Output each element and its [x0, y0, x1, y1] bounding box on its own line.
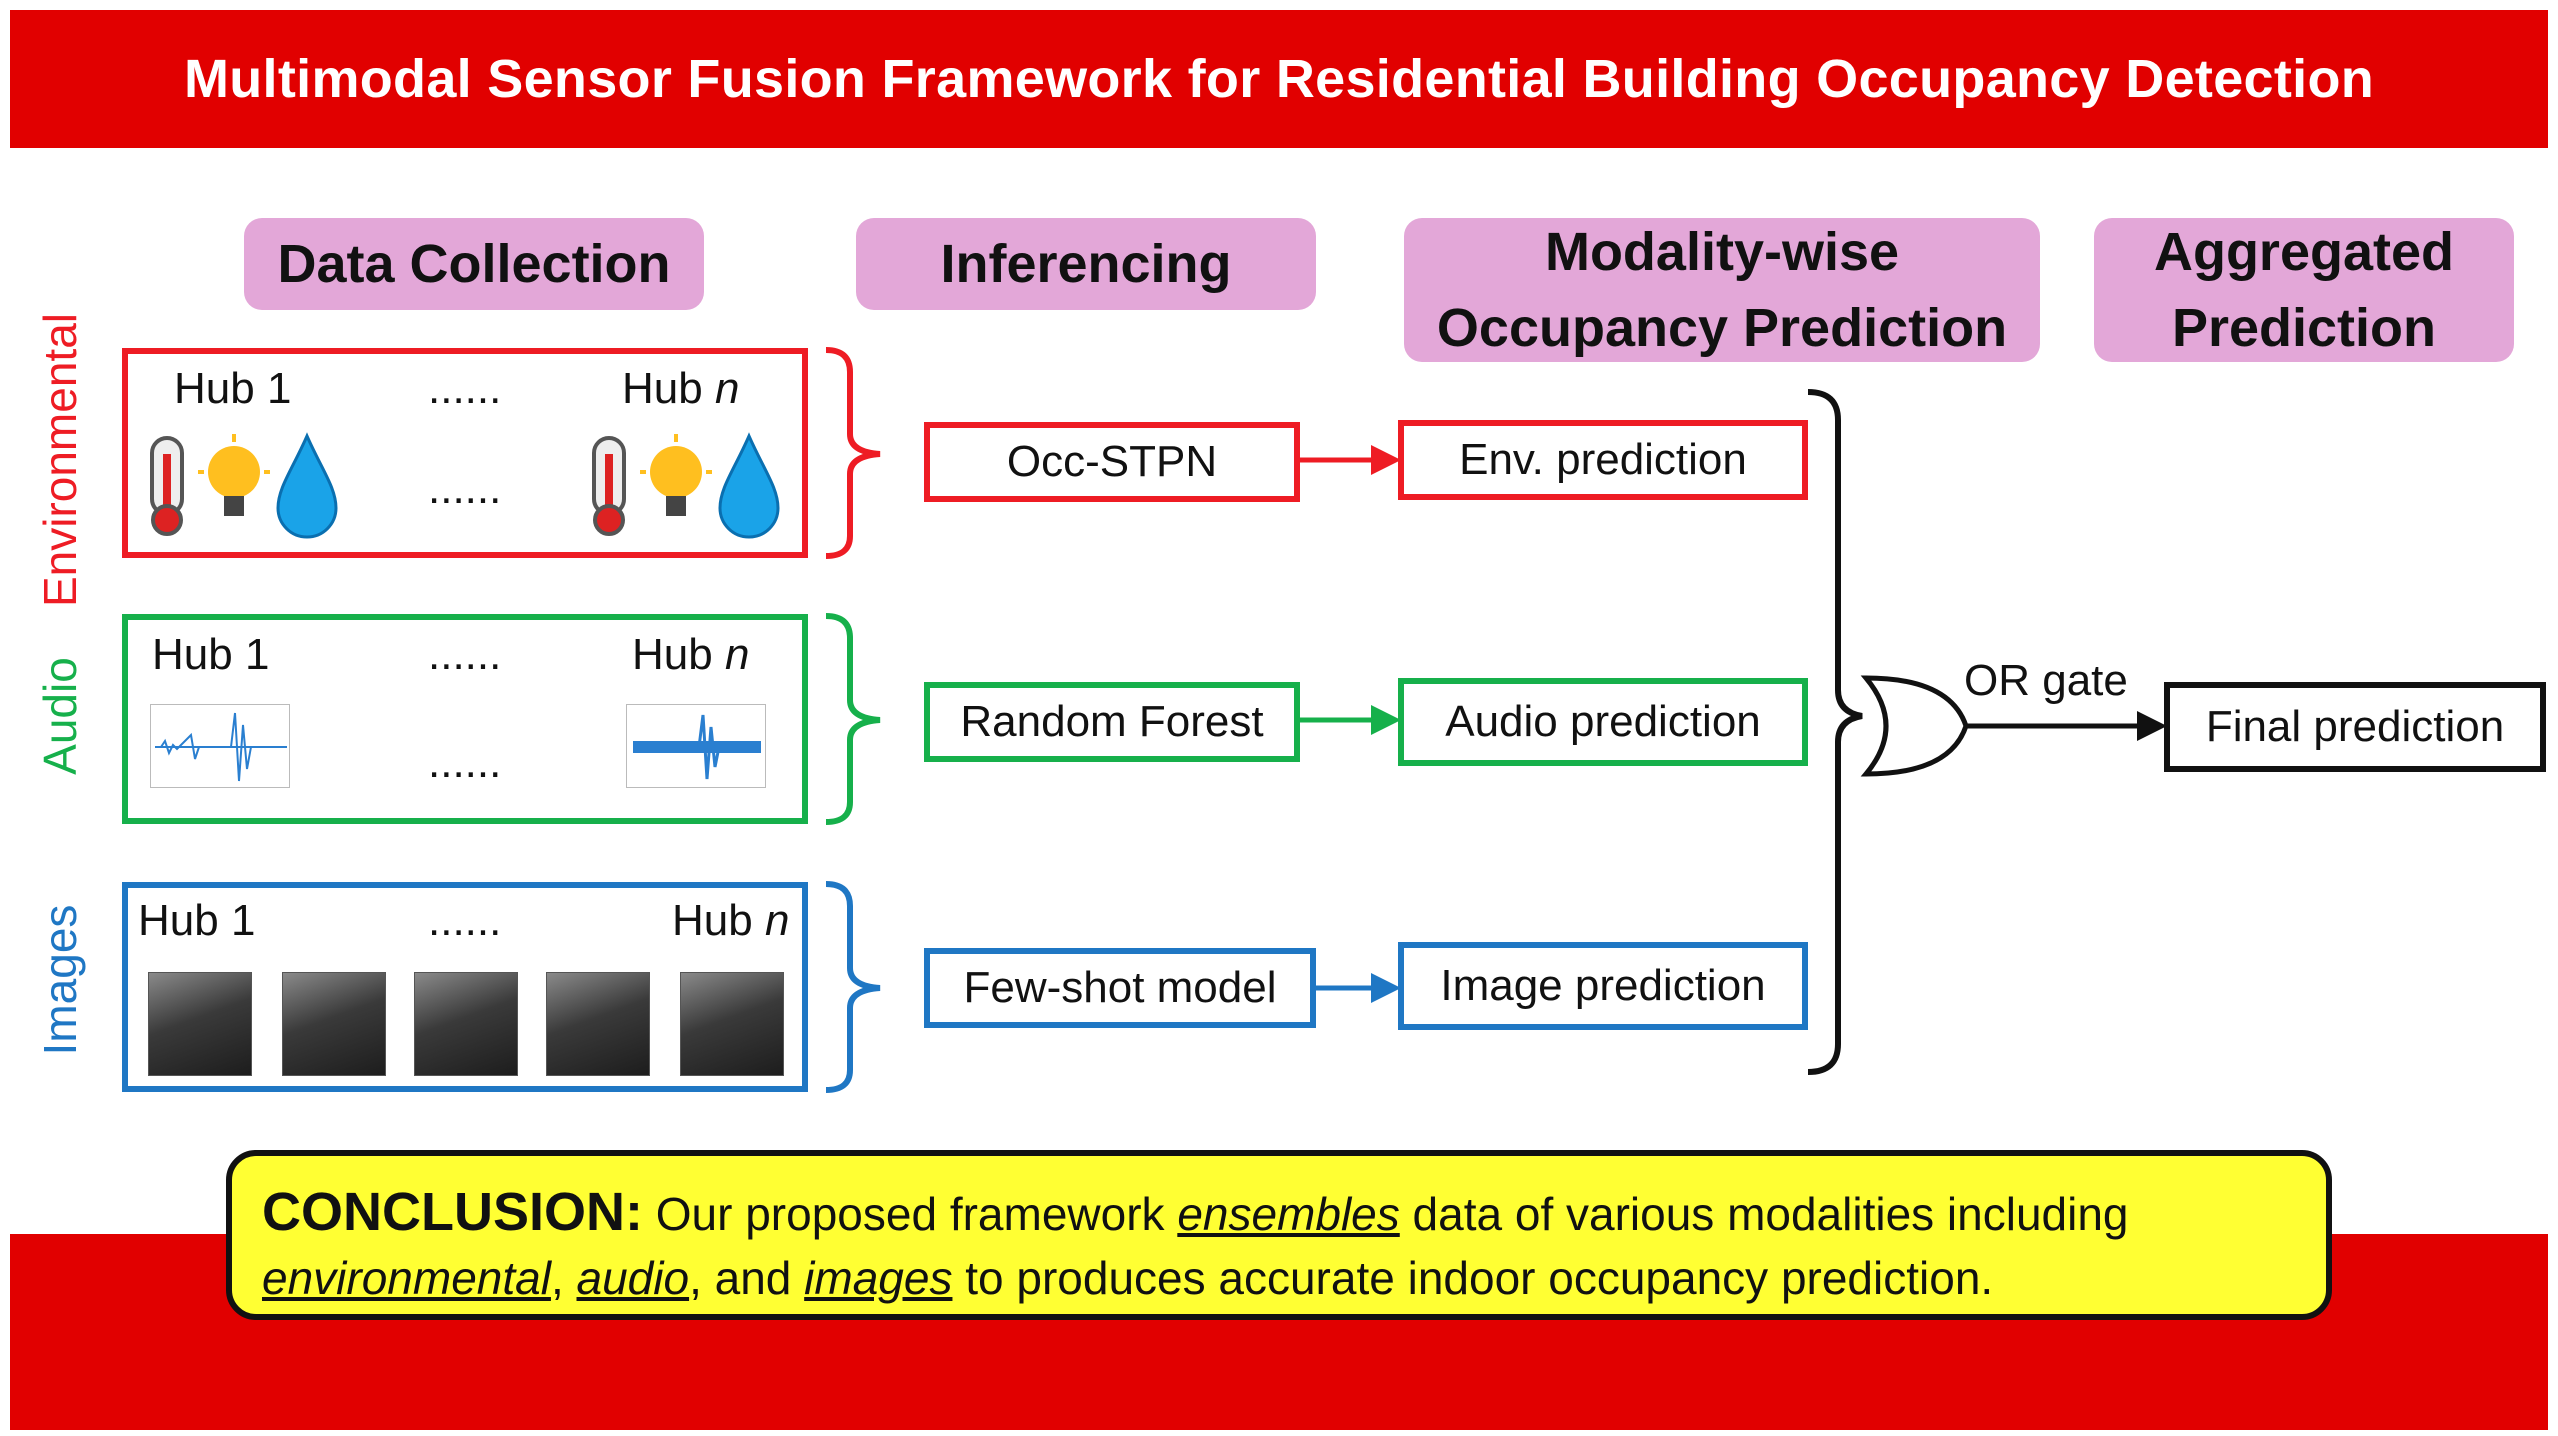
audio-ellipsis-top: ...... [428, 630, 502, 679]
node-occ-stpn: Occ-STPN [924, 422, 1300, 502]
stage-aggregated-prediction: Aggregated Prediction [2094, 218, 2514, 362]
image-thumbnail [414, 972, 518, 1076]
images-hub-first: Hub 1 [138, 896, 256, 945]
env-hub-first: Hub 1 [174, 364, 292, 413]
audio-waveform-hub1 [150, 704, 290, 788]
audio-waveform-hubn [626, 704, 766, 788]
node-image-prediction: Image prediction [1398, 942, 1808, 1030]
audio-hub-first: Hub 1 [152, 630, 270, 679]
light-bulb-icon [198, 434, 270, 516]
or-gate-label: OR gate [1964, 656, 2128, 705]
image-thumbnail [282, 972, 386, 1076]
env-sensor-icons-hub1 [150, 432, 338, 539]
environmental-bracket [825, 347, 881, 559]
image-thumbnail [680, 972, 784, 1076]
images-hub-box: Hub 1 ...... Hub n [122, 882, 808, 1092]
environmental-hub-box: Hub 1 ...... Hub n ...... [122, 348, 808, 558]
conclusion-box: CONCLUSION: Our proposed framework ensem… [226, 1150, 2332, 1320]
or-gate-symbol [1860, 675, 1969, 777]
thermometer-icon [150, 436, 184, 536]
image-thumbnail [148, 972, 252, 1076]
node-env-prediction: Env. prediction [1398, 420, 1808, 500]
images-hub-last: Hub n [672, 896, 790, 945]
audio-hub-box: Hub 1 ...... Hub n ...... [122, 614, 808, 824]
stage-inferencing: Inferencing [856, 218, 1316, 310]
node-few-shot-model: Few-shot model [924, 948, 1316, 1028]
audio-ellipsis-bottom: ...... [428, 738, 502, 787]
water-drop-icon [718, 432, 780, 539]
audio-hub-last: Hub n [632, 630, 750, 679]
image-thumbnail [546, 972, 650, 1076]
node-audio-prediction: Audio prediction [1398, 678, 1808, 766]
aggregation-brace [1807, 389, 1863, 1075]
env-ellipsis-bottom: ...... [428, 464, 502, 513]
page-title: Multimodal Sensor Fusion Framework for R… [183, 49, 2375, 109]
conclusion-heading: CONCLUSION: [262, 1182, 643, 1242]
stage-modality-prediction: Modality-wise Occupancy Prediction [1404, 218, 2040, 362]
node-final-prediction: Final prediction [2164, 682, 2546, 772]
images-bracket [825, 881, 881, 1093]
audio-bracket [825, 613, 881, 825]
title-banner: Multimodal Sensor Fusion Framework for R… [10, 10, 2548, 148]
env-ellipsis-top: ...... [428, 364, 502, 413]
water-drop-icon [276, 432, 338, 539]
thermometer-icon [592, 436, 626, 536]
stage-data-collection: Data Collection [244, 218, 704, 310]
env-sensor-icons-hubn [592, 432, 780, 539]
light-bulb-icon [640, 434, 712, 516]
env-hub-last: Hub n [622, 364, 740, 413]
node-random-forest: Random Forest [924, 682, 1300, 762]
images-ellipsis: ...... [428, 896, 502, 945]
